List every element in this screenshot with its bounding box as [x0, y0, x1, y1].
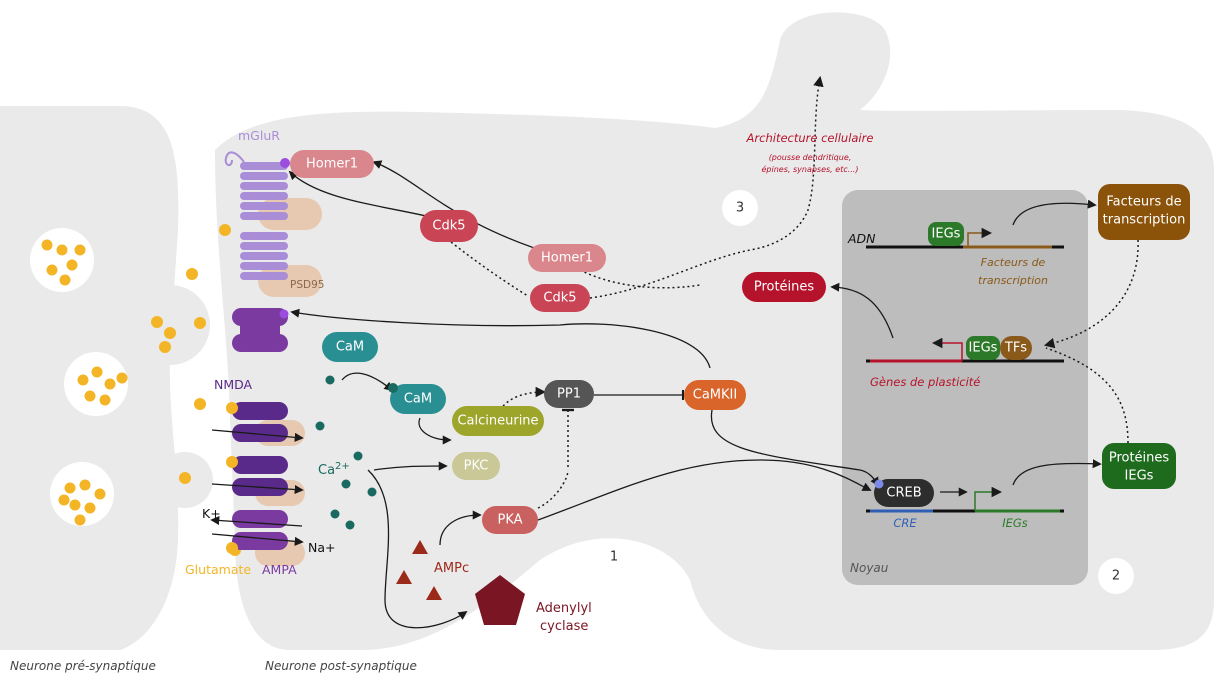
svg-text:Protéines: Protéines [1109, 451, 1170, 466]
ampc-triangles [396, 540, 442, 600]
mglur-label: mGluR [238, 128, 280, 143]
svg-text:IEGs: IEGs [1125, 469, 1154, 484]
cam-node-2: CaM [388, 383, 446, 414]
svg-text:Facteurs de: Facteurs de [1106, 195, 1181, 210]
adenylyl-label-2: cyclase [540, 619, 588, 634]
svg-text:IEGs: IEGs [932, 227, 961, 242]
svg-text:CREB: CREB [886, 486, 921, 501]
camkii-node: CaMKII [684, 380, 746, 410]
cdk5-mid-node: Cdk5 [530, 284, 590, 312]
facteurs-box: Facteurs de transcription [1098, 184, 1190, 240]
nmda-channels [232, 402, 288, 496]
svg-text:2: 2 [1112, 569, 1120, 584]
plasticity-promoter-arrow [931, 337, 963, 361]
genes-plasticite-label: Gènes de plasticité [870, 375, 980, 389]
svg-text:Cdk5: Cdk5 [432, 219, 465, 234]
nmda-label: NMDA [214, 377, 253, 392]
na-ion-label: Na+ [308, 540, 335, 555]
iegs-gene-label: IEGs [1002, 516, 1028, 530]
pp1-node: PP1 [544, 380, 594, 408]
adenylyl-cyclase-shape [475, 575, 525, 625]
adn-label: ADN [847, 231, 876, 246]
nmda-glutamate [226, 402, 238, 554]
calcineurine-node: Calcineurine [452, 406, 544, 436]
pka-node: PKA [482, 506, 538, 534]
arch-title: Architecture cellulaire [746, 131, 874, 145]
pathway-edges [288, 75, 1139, 629]
vesicle-bump-1 [130, 285, 210, 365]
step-2-badge: 2 [1098, 558, 1134, 594]
svg-text:TFs: TFs [1004, 341, 1027, 356]
vesicle-1 [30, 228, 94, 292]
cdk5-top-node: Cdk5 [420, 210, 478, 242]
svg-text:Cdk5: Cdk5 [543, 291, 576, 306]
homer1-top-node: Homer1 [290, 150, 374, 178]
facteurs-gene-label-1: Facteurs de [981, 256, 1046, 269]
svg-text:Homer1: Homer1 [541, 251, 593, 266]
vesicle-2 [64, 352, 128, 416]
proteines-iegs-box: Protéines IEGs [1102, 443, 1176, 489]
svg-text:PP1: PP1 [557, 387, 581, 402]
ampa-label: AMPA [262, 562, 297, 577]
psd95-label: PSD95 [290, 279, 324, 291]
glutamate-label: Glutamate [185, 562, 251, 577]
ampc-label: AMPc [434, 561, 469, 576]
svg-text:PKA: PKA [497, 513, 522, 528]
pkc-node: PKC [452, 452, 500, 480]
k-ion-label: K+ [202, 506, 221, 521]
noyau-label: Noyau [850, 561, 889, 575]
svg-text:transcription: transcription [1103, 213, 1186, 228]
iegs-mid-node: IEGs [966, 336, 1000, 360]
svg-text:CaM: CaM [404, 392, 432, 407]
mglur-receptor-2 [219, 224, 288, 280]
svg-text:3: 3 [736, 201, 744, 216]
iegs-promoter-arrow [974, 486, 1003, 511]
arch-sub-2: épines, synapses, etc...) [762, 164, 859, 174]
proteines-node: Protéines [742, 272, 826, 302]
calcium-label: Ca2+ [318, 461, 350, 478]
svg-text:Homer1: Homer1 [306, 157, 358, 172]
mglur-receptor-1 [224, 151, 290, 220]
cre-label: CRE [893, 516, 917, 530]
tfs-node: TFs [1000, 336, 1032, 360]
svg-text:PKC: PKC [464, 459, 489, 474]
arch-sub-1: (pousse dendritique, [769, 153, 852, 162]
post-synaptic-label: Neurone post-synaptique [265, 659, 417, 673]
vesicle-3 [50, 462, 114, 526]
iegs-top-node: IEGs [928, 222, 964, 246]
svg-text:CaM: CaM [336, 340, 364, 355]
svg-text:Calcineurine: Calcineurine [457, 414, 538, 429]
cam-node-1: CaM [322, 332, 378, 362]
step-1-badge: 1 [596, 539, 632, 575]
creb-node: CREB [874, 479, 934, 507]
step-3-badge: 3 [722, 190, 758, 226]
ion-flow-arrows [210, 429, 304, 546]
adenylyl-label-1: Adenylyl [536, 601, 592, 616]
facteurs-gene-label-2: transcription [978, 274, 1048, 287]
tf-promoter-arrow [967, 227, 993, 247]
homer1-mid-node: Homer1 [528, 244, 606, 272]
svg-text:CaMKII: CaMKII [693, 388, 737, 403]
svg-text:Protéines: Protéines [754, 280, 815, 295]
svg-text:1: 1 [610, 550, 618, 565]
nmda-receptor-top [232, 308, 289, 352]
pre-synaptic-label: Neurone pré-synaptique [10, 659, 156, 673]
svg-text:IEGs: IEGs [969, 341, 998, 356]
